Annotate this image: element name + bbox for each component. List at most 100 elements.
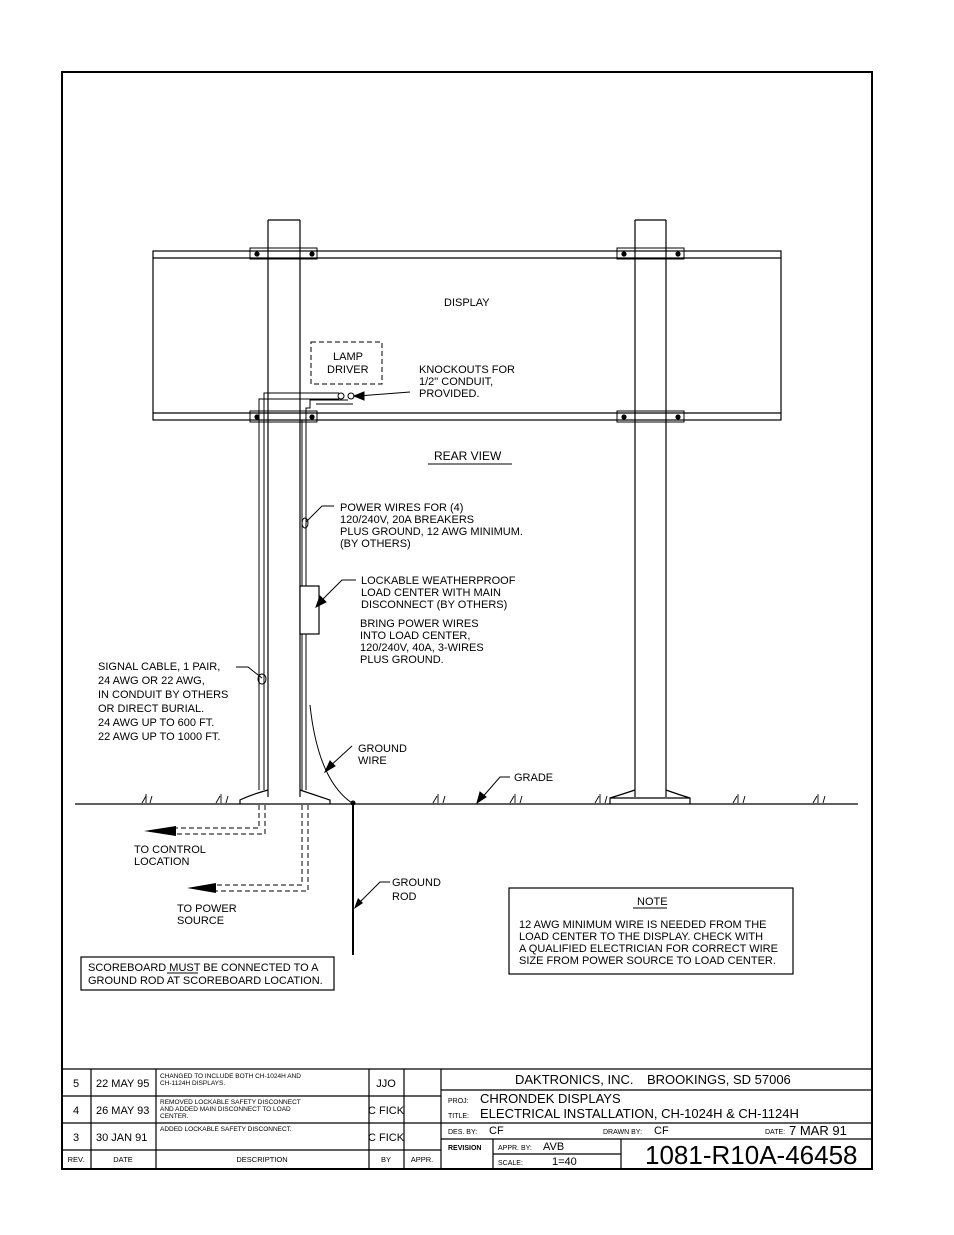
svg-text:26 MAY 93: 26 MAY 93 [96, 1105, 149, 1117]
svg-text:22 MAY 95: 22 MAY 95 [96, 1078, 149, 1090]
svg-text:SOURCE: SOURCE [177, 915, 224, 927]
title-label: TITLE: [448, 1113, 469, 1120]
date-label: DATE: [765, 1129, 785, 1136]
revision-label: REVISION [448, 1145, 481, 1152]
svg-text:DISCONNECT (BY OTHERS): DISCONNECT (BY OTHERS) [361, 599, 507, 611]
svg-text:LOAD CENTER WITH MAIN: LOAD CENTER WITH MAIN [361, 587, 501, 599]
svg-text:LOAD CENTER TO THE DISPLAY. C: LOAD CENTER TO THE DISPLAY. CHECK WITH [519, 931, 763, 943]
load-center-box [299, 585, 320, 635]
signal-cable-leader [236, 666, 267, 685]
note-box [508, 887, 794, 975]
display-sign [152, 250, 782, 421]
date-value: 7 MAR 91 [789, 1123, 847, 1138]
des-label: DES. BY: [448, 1129, 477, 1136]
revision-table-lines [62, 1068, 872, 1169]
scale-label: SCALE: [498, 1160, 523, 1167]
svg-text:DESCRIPTION: DESCRIPTION [236, 1155, 287, 1164]
svg-text:CENTER.: CENTER. [160, 1113, 189, 1120]
lamp-driver-label-1: LAMP [333, 351, 363, 363]
signal-cable-label: SIGNAL CABLE, 1 PAIR, 24 AWG OR 22 AWG, … [98, 661, 228, 743]
revision-headers: REV. DATE DESCRIPTION BY APPR. [68, 1155, 434, 1164]
drawing-number: 1081-R10A-46458 [645, 1140, 858, 1170]
svg-text:120/240V, 20A BREAKERS: 120/240V, 20A BREAKERS [340, 514, 474, 526]
drawn-label: DRAWN BY: [603, 1129, 642, 1136]
revision-row: 3 30 JAN 91 ADDED LOCKABLE SAFETY DISCON… [73, 1126, 405, 1144]
svg-text:CH-1124H DISPLAYS.: CH-1124H DISPLAYS. [160, 1080, 225, 1087]
title-block-lines [441, 1089, 872, 1169]
title-value: ELECTRICAL INSTALLATION, CH-1024H & CH-1… [480, 1106, 799, 1121]
svg-text:SCOREBOARD MUST BE CONNECTED T: SCOREBOARD MUST BE CONNECTED TO A [88, 962, 319, 974]
svg-text:IN CONDUIT BY OTHERS: IN CONDUIT BY OTHERS [98, 689, 228, 701]
svg-text:ADDED LOCKABLE SAFETY DISCONNE: ADDED LOCKABLE SAFETY DISCONNECT. [160, 1126, 292, 1133]
view-title: REAR VIEW [434, 449, 502, 463]
svg-text:C FICK: C FICK [368, 1105, 405, 1117]
proj-label: PROJ: [448, 1098, 469, 1105]
revision-row: 5 22 MAY 95 CHANGED TO INCLUDE BOTH CH-1… [73, 1073, 396, 1090]
display-label: DISPLAY [444, 297, 490, 309]
svg-text:SIGNAL CABLE, 1 PAIR,: SIGNAL CABLE, 1 PAIR, [98, 661, 220, 673]
to-control-label: TO CONTROL LOCATION [134, 844, 206, 868]
left-pole [239, 219, 331, 804]
ground-rod [350, 800, 390, 955]
mounting-brackets [249, 247, 685, 423]
svg-text:APPR.: APPR. [411, 1155, 434, 1164]
svg-text:GROUND: GROUND [358, 743, 407, 755]
svg-text:WIRE: WIRE [358, 755, 387, 767]
svg-text:DATE: DATE [113, 1155, 132, 1164]
svg-text:GROUND ROD AT SCOREBOARD LOCAT: GROUND ROD AT SCOREBOARD LOCATION. [88, 975, 323, 987]
grade-label: GRADE [514, 772, 553, 784]
svg-text:LOCATION: LOCATION [134, 856, 189, 868]
right-pole [609, 219, 691, 804]
svg-text:CHANGED TO INCLUDE BOTH CH-102: CHANGED TO INCLUDE BOTH CH-1024H AND [160, 1073, 301, 1080]
svg-text:12 AWG MINIMUM WIRE IS NEEDED: 12 AWG MINIMUM WIRE IS NEEDED FROM THE [519, 919, 767, 931]
svg-text:5: 5 [73, 1078, 79, 1090]
drawn-value: CF [654, 1125, 669, 1137]
svg-text:PLUS GROUND, 12 AWG MINIMUM.: PLUS GROUND, 12 AWG MINIMUM. [340, 526, 523, 538]
scoreboard-note-box [80, 956, 335, 991]
svg-text:(BY OTHERS): (BY OTHERS) [340, 538, 411, 550]
svg-text:INTO LOAD CENTER,: INTO LOAD CENTER, [360, 630, 470, 642]
knockouts-label: KNOCKOUTS FOR 1/2" CONDUIT, PROVIDED. [419, 364, 515, 400]
svg-text:AND ADDED MAIN DISCONNECT TO L: AND ADDED MAIN DISCONNECT TO LOAD [160, 1106, 291, 1113]
note-title: NOTE [637, 896, 668, 908]
ground-rod-label: GROUND ROD [392, 877, 441, 903]
scale-value: 1=40 [552, 1156, 577, 1168]
underground-arrows [144, 826, 216, 893]
scoreboard-note: SCOREBOARD MUST BE CONNECTED TO A GROUND… [88, 962, 323, 987]
svg-text:REMOVED LOCKABLE SAFETY DISCON: REMOVED LOCKABLE SAFETY DISCONNECT [160, 1099, 301, 1106]
underground-conduits [175, 805, 309, 892]
appr-value: AVB [543, 1141, 564, 1153]
load-center-label: LOCKABLE WEATHERPROOF LOAD CENTER WITH M… [361, 575, 516, 611]
to-power-label: TO POWER SOURCE [177, 903, 237, 927]
lamp-driver-box [310, 341, 383, 385]
grass-marks [141, 794, 826, 804]
svg-text:22 AWG UP TO 1000 FT.: 22 AWG UP TO 1000 FT. [98, 731, 220, 743]
svg-text:KNOCKOUTS FOR: KNOCKOUTS FOR [419, 364, 515, 376]
svg-text:C FICK: C FICK [368, 1132, 405, 1144]
appr-label: APPR. BY: [498, 1145, 532, 1152]
svg-text:24 AWG UP TO 600 FT.: 24 AWG UP TO 600 FT. [98, 717, 214, 729]
load-center-leader [315, 579, 356, 609]
svg-text:PLUS GROUND.: PLUS GROUND. [360, 654, 444, 666]
svg-text:120/240V, 40A, 3-WIRES: 120/240V, 40A, 3-WIRES [360, 642, 484, 654]
svg-text:SIZE FROM POWER SOURCE TO LOAD: SIZE FROM POWER SOURCE TO LOAD CENTER. [519, 955, 776, 967]
revision-row: 4 26 MAY 93 REMOVED LOCKABLE SAFETY DISC… [73, 1099, 405, 1120]
svg-text:30 JAN 91: 30 JAN 91 [96, 1132, 147, 1144]
drawing-border [61, 71, 873, 1170]
svg-text:1/2" CONDUIT,: 1/2" CONDUIT, [419, 376, 493, 388]
svg-text:PROVIDED.: PROVIDED. [419, 388, 480, 400]
note-text: 12 AWG MINIMUM WIRE IS NEEDED FROM THE L… [519, 919, 778, 967]
svg-text:4: 4 [73, 1105, 79, 1117]
proj-value: CHRONDEK DISPLAYS [480, 1091, 621, 1106]
power-wires-label: POWER WIRES FOR (4) 120/240V, 20A BREAKE… [340, 502, 523, 550]
svg-text:ROD: ROD [392, 891, 417, 903]
knockouts-leader [352, 391, 411, 401]
svg-text:3: 3 [73, 1132, 79, 1144]
grade-leader [476, 776, 510, 805]
company-city: BROOKINGS, SD 57006 [647, 1072, 791, 1087]
svg-text:BRING POWER WIRES: BRING POWER WIRES [360, 618, 479, 630]
svg-text:POWER WIRES FOR (4): POWER WIRES FOR (4) [340, 502, 463, 514]
company-name: DAKTRONICS, INC. [515, 1072, 633, 1087]
ground-wire-label: GROUND WIRE [358, 743, 407, 767]
